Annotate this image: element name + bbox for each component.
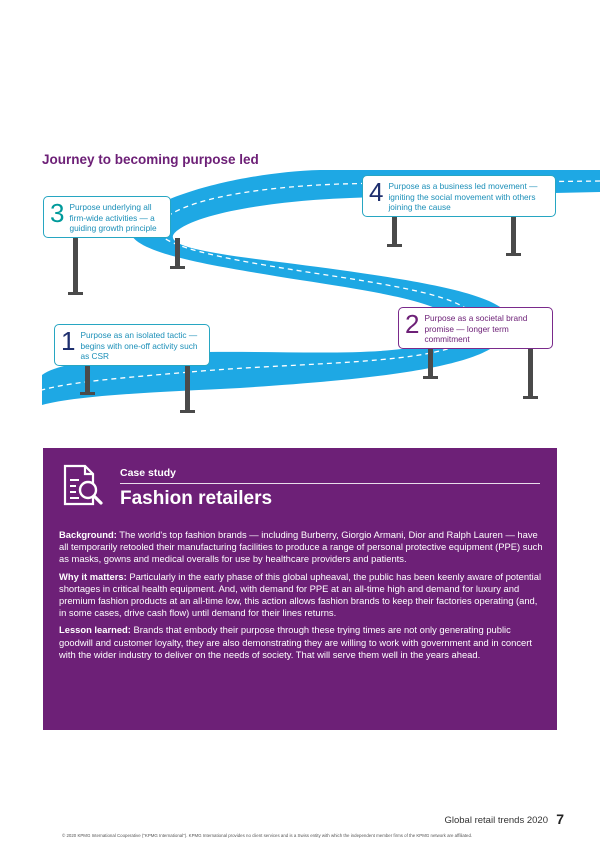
sign-post xyxy=(175,238,180,268)
legal-notice: © 2020 KPMG International Cooperative ("… xyxy=(62,833,473,838)
sign-post xyxy=(428,348,433,378)
sign-post xyxy=(85,366,90,394)
why-heading: Why it matters: xyxy=(59,570,127,582)
background-heading: Background: xyxy=(59,529,117,540)
step-text: Purpose as an isolated tactic — begins w… xyxy=(80,330,198,361)
journey-title: Journey to becoming purpose led xyxy=(42,152,259,167)
background-paragraph: Background: The world's top fashion bran… xyxy=(59,529,543,566)
why-text: Particularly in the early phase of this … xyxy=(59,570,542,619)
journey-step-1: 1 Purpose as an isolated tactic — begins… xyxy=(54,324,210,366)
why-paragraph: Why it matters: Particularly in the earl… xyxy=(59,571,543,620)
step-number: 4 xyxy=(369,177,384,207)
journey-step-4: 4 Purpose as a business led movement — i… xyxy=(362,175,556,217)
step-text: Purpose as a societal brand promise — lo… xyxy=(424,313,528,344)
step-text: Purpose as a business led movement — ign… xyxy=(388,181,538,212)
sign-post xyxy=(73,238,78,294)
sign-post xyxy=(392,210,397,246)
document-magnifier-icon xyxy=(63,464,103,506)
step-text: Purpose underlying all firm-wide activit… xyxy=(69,202,157,233)
lesson-heading: Lesson learned: xyxy=(59,624,131,636)
journey-step-2: 2 Purpose as a societal brand promise — … xyxy=(398,307,553,349)
step-number: 2 xyxy=(405,309,420,339)
case-study-title: Fashion retailers xyxy=(120,488,273,509)
sign-post xyxy=(511,210,516,255)
journey-step-3: 3 Purpose underlying all firm-wide activ… xyxy=(43,196,171,238)
sign-post xyxy=(528,348,533,398)
background-text: The world's top fashion brands — includi… xyxy=(59,529,543,565)
case-study-body: Background: The world's top fashion bran… xyxy=(59,529,543,666)
publication-title: Global retail trends 2020 xyxy=(444,815,548,826)
step-number: 1 xyxy=(61,326,76,356)
page-number: 7 xyxy=(556,811,564,827)
lesson-text: Brands that embody their purpose through… xyxy=(59,624,532,660)
case-study-label: Case study xyxy=(120,467,177,479)
divider xyxy=(120,483,540,484)
lesson-paragraph: Lesson learned: Brands that embody their… xyxy=(59,624,543,661)
step-number: 3 xyxy=(50,198,65,228)
case-study-panel: Case study Fashion retailers Background:… xyxy=(43,448,557,730)
sign-post xyxy=(185,366,190,412)
